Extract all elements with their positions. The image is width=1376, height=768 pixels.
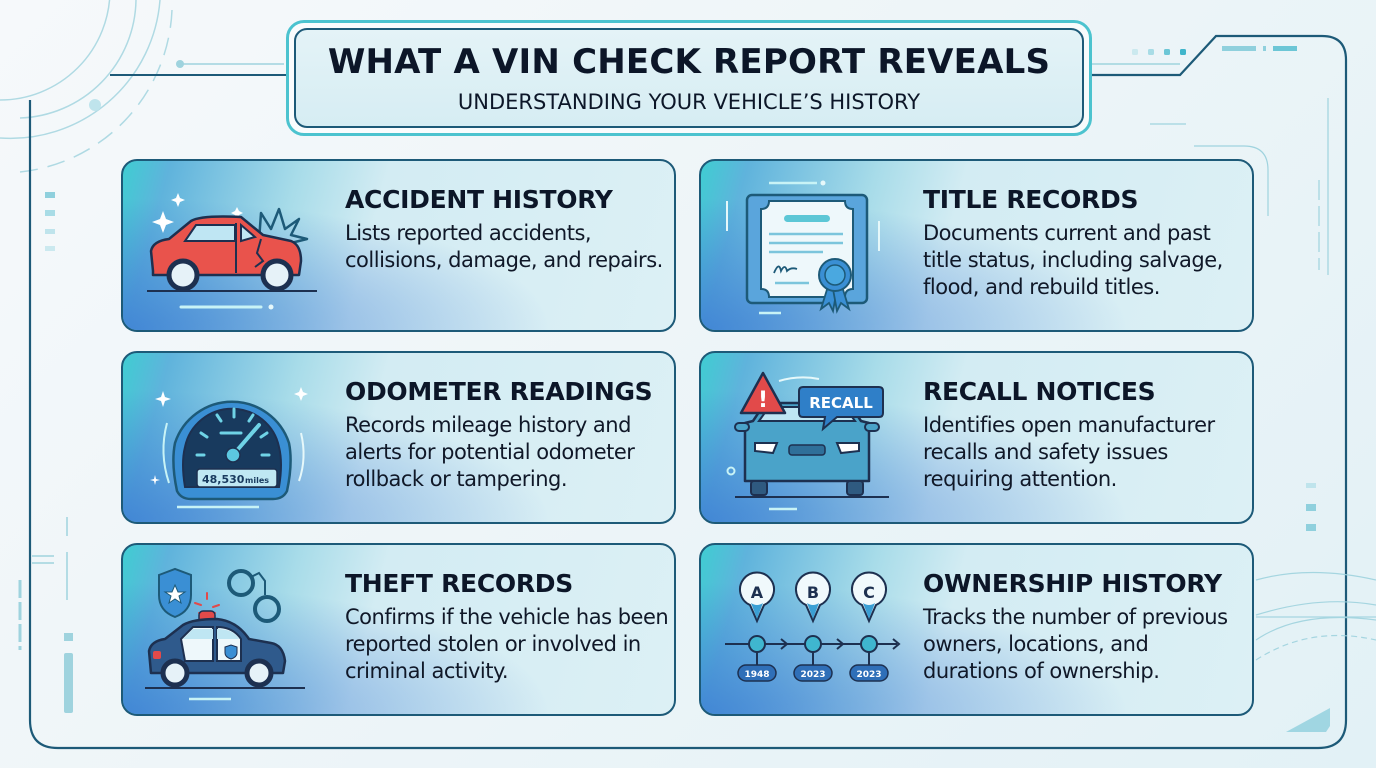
recall-car-icon: ! RECALL (726, 371, 889, 511)
card-text: ODOMETER READINGS Records mileage histor… (345, 377, 670, 493)
card-description: Tracks the number of previous owners, lo… (923, 605, 1228, 683)
title-certificate-icon (726, 180, 880, 315)
card-description: Records mileage history and alerts for p… (345, 413, 635, 491)
card-text: TITLE RECORDS Documents current and past… (923, 185, 1248, 301)
svg-text:A: A (751, 583, 764, 602)
card-title: RECALL NOTICES (923, 377, 1156, 406)
card-text: THEFT RECORDS Confirms if the vehicle ha… (345, 569, 670, 685)
card-text: ACCIDENT HISTORY Lists reported accident… (345, 185, 670, 274)
recall-badge: RECALL (809, 394, 873, 412)
svg-text:2023: 2023 (856, 670, 881, 680)
timeline-stop-b: B 2023 (793, 571, 833, 682)
svg-text:1948: 1948 (744, 670, 769, 680)
card-description: Confirms if the vehicle has been reporte… (345, 605, 669, 683)
card-description: Documents current and past title status,… (923, 221, 1223, 299)
card-title: TITLE RECORDS (923, 185, 1139, 214)
header-inner: WHAT A VIN CHECK REPORT REVEALS UNDERSTA… (294, 28, 1084, 128)
police-car-icon (145, 567, 305, 701)
card-title: ACCIDENT HISTORY (345, 185, 613, 214)
card-text: OWNERSHIP HISTORY Tracks the number of p… (923, 569, 1248, 685)
card-accident-history: ACCIDENT HISTORY Lists reported accident… (121, 159, 676, 332)
card-description: Lists reported accidents, collisions, da… (345, 221, 663, 272)
svg-text:2023: 2023 (800, 670, 825, 680)
card-title-records: TITLE RECORDS Documents current and past… (699, 159, 1254, 332)
card-recall-notices: ! RECALL RECALL NOTICES Identifies open … (699, 351, 1254, 524)
timeline-stop-a: A 1948 (737, 571, 777, 682)
svg-text:C: C (863, 583, 875, 602)
page-subtitle: UNDERSTANDING YOUR VEHICLE’S HISTORY (457, 90, 921, 114)
card-title: THEFT RECORDS (345, 569, 573, 598)
card-description: Identifies open manufacturer recalls and… (923, 413, 1215, 491)
page-title: WHAT A VIN CHECK REPORT REVEALS (327, 42, 1051, 82)
card-odometer-readings: 48,530 miles ODOMETER READINGS Records m… (121, 351, 676, 524)
card-theft-records: THEFT RECORDS Confirms if the vehicle ha… (121, 543, 676, 716)
svg-text:B: B (807, 583, 819, 602)
card-ownership-history: A 1948 B 2023 C 2023 OWNERSHIP HISTORY T (699, 543, 1254, 716)
odometer-reading: 48,530 (202, 473, 245, 486)
card-title: OWNERSHIP HISTORY (923, 569, 1222, 598)
crashed-car-icon (147, 193, 317, 310)
odometer-gauge-icon: 48,530 miles (150, 387, 308, 509)
warning-glyph: ! (758, 388, 768, 413)
card-text: RECALL NOTICES Identifies open manufactu… (923, 377, 1248, 493)
header-panel: WHAT A VIN CHECK REPORT REVEALS UNDERSTA… (286, 20, 1092, 136)
timeline-stop-c: C 2023 (849, 571, 889, 682)
card-title: ODOMETER READINGS (345, 377, 653, 406)
odometer-unit: miles (245, 476, 269, 485)
ownership-timeline-icon: A 1948 B 2023 C 2023 (725, 571, 901, 682)
